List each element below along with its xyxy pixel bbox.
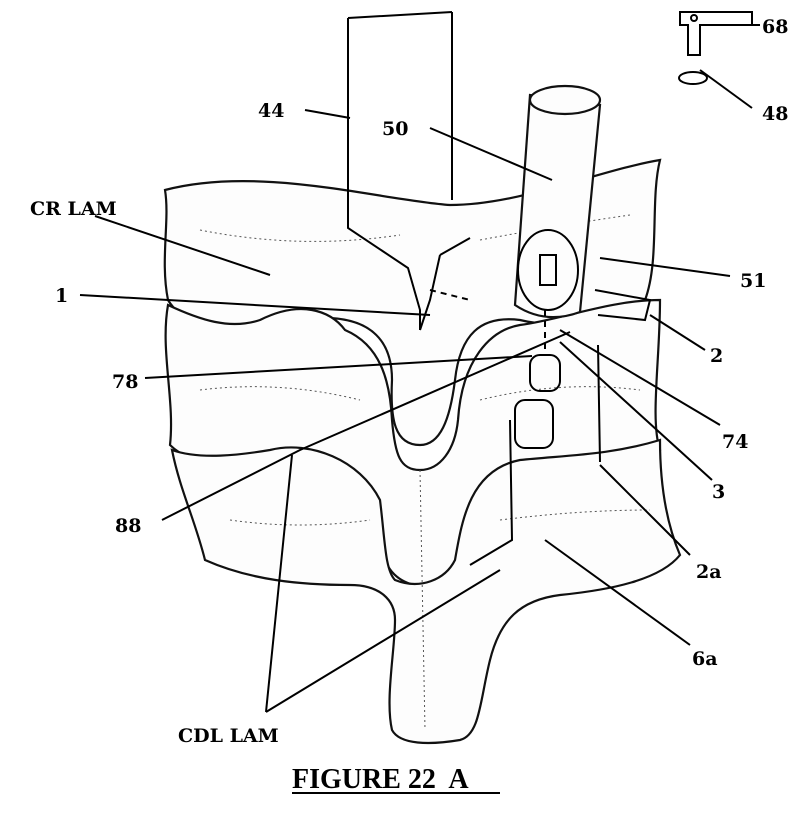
figure-caption: FIGURE 22 A (292, 764, 469, 795)
label-2a: 2a (696, 561, 722, 583)
label-50: 50 (382, 118, 408, 140)
instrument-lower (469, 344, 601, 566)
label-74: 74 (722, 431, 748, 453)
cylinder-50 (513, 93, 602, 319)
caudal-lamina (170, 438, 682, 745)
bone-texture (199, 214, 651, 731)
label-6a: 6a (692, 648, 718, 670)
label-1: 1 (55, 285, 68, 307)
label-cr-lam: CR LAM (30, 198, 117, 220)
instrument-44 (347, 11, 471, 331)
cylinder-top (528, 84, 602, 116)
label-88: 88 (115, 515, 141, 537)
implant-51-core (539, 254, 557, 286)
dashed-path (429, 289, 546, 355)
label-48: 48 (762, 103, 788, 125)
label-68: 68 (762, 16, 788, 38)
plunger-48 (678, 71, 708, 85)
t-handle-hole (690, 14, 698, 22)
implant-51 (517, 229, 579, 311)
label-51: 51 (740, 270, 766, 292)
label-cdl-lam: CDL LAM (178, 725, 279, 747)
implant-88 (514, 399, 554, 449)
label-44: 44 (258, 100, 284, 122)
label-3: 3 (712, 481, 725, 503)
label-78: 78 (112, 371, 138, 393)
label-2: 2 (710, 345, 723, 367)
leader-lines (79, 24, 760, 713)
t-handle-68 (679, 11, 753, 56)
plate-2 (594, 289, 652, 322)
